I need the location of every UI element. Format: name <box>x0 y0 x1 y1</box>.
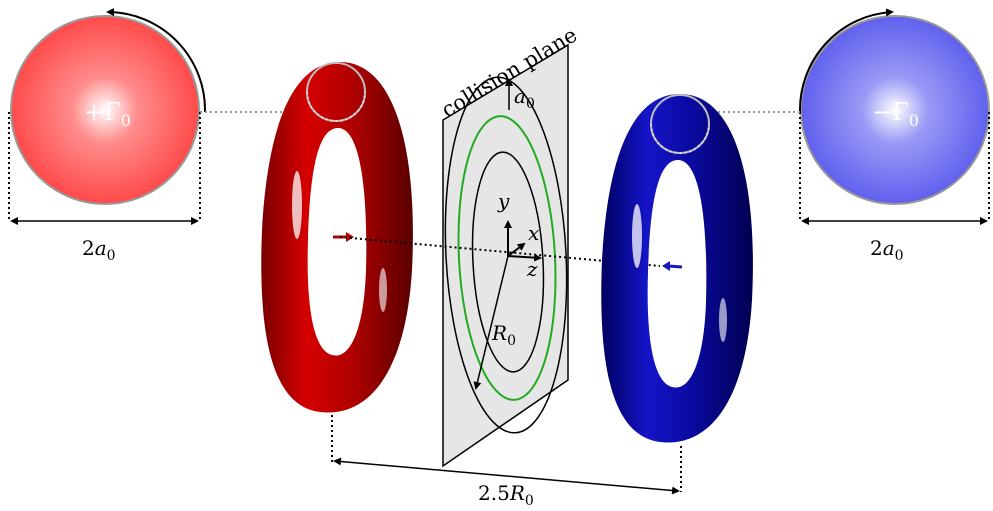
left-ring-highlight-inner <box>379 268 387 312</box>
left-core-cross-section: +Γ0 2a0 <box>8 8 207 264</box>
ring-radius-label: R0 <box>491 321 516 349</box>
right-ring-arrow-head <box>662 261 670 271</box>
core-radius-label: a0 <box>514 84 535 112</box>
right-core-cross-section: −Γ0 2a0 <box>798 8 990 264</box>
z-axis-arrow <box>507 253 542 262</box>
right-ring-velocity-arrow <box>667 264 683 269</box>
left-ring-core-hidden <box>306 91 366 122</box>
right-ring-core-hidden <box>650 123 710 154</box>
symmetry-axis-line <box>339 236 661 267</box>
z-axis-label: z <box>526 257 538 281</box>
right-core-label: −Γ0 <box>872 98 919 130</box>
x-axis-label: x <box>528 221 539 245</box>
right-circulation-arrow <box>798 8 894 113</box>
right-width-label: 2a0 <box>870 236 904 264</box>
left-vortex-ring <box>261 62 413 413</box>
right-ring-body <box>601 94 753 443</box>
left-width-label: 2a0 <box>82 236 116 264</box>
collision-plane-group: a0 R0 y x z collision plane <box>437 23 581 468</box>
right-ring-highlight-inner <box>719 298 727 342</box>
collision-plane <box>442 43 569 468</box>
separation-arrow <box>333 457 680 495</box>
right-core-disc <box>800 15 990 205</box>
separation-label: 2.5R0 <box>478 481 534 506</box>
left-core-label: +Γ0 <box>84 98 131 130</box>
left-core-disc <box>10 15 200 205</box>
y-axis-label: y <box>497 189 510 213</box>
left-ring-body <box>261 62 413 413</box>
plane-inner-circle <box>471 151 545 373</box>
plane-outer-circle <box>444 76 568 434</box>
right-vortex-ring <box>601 94 753 443</box>
left-ring-arrow-head <box>346 232 354 242</box>
right-ring-highlight <box>632 204 642 268</box>
x-axis-arrow <box>507 242 526 257</box>
left-circulation-arrow <box>106 8 207 113</box>
ring-radius-arrow <box>473 255 509 390</box>
left-ring-highlight <box>292 171 302 239</box>
separation-dimension: 2.5R0 <box>331 415 682 509</box>
